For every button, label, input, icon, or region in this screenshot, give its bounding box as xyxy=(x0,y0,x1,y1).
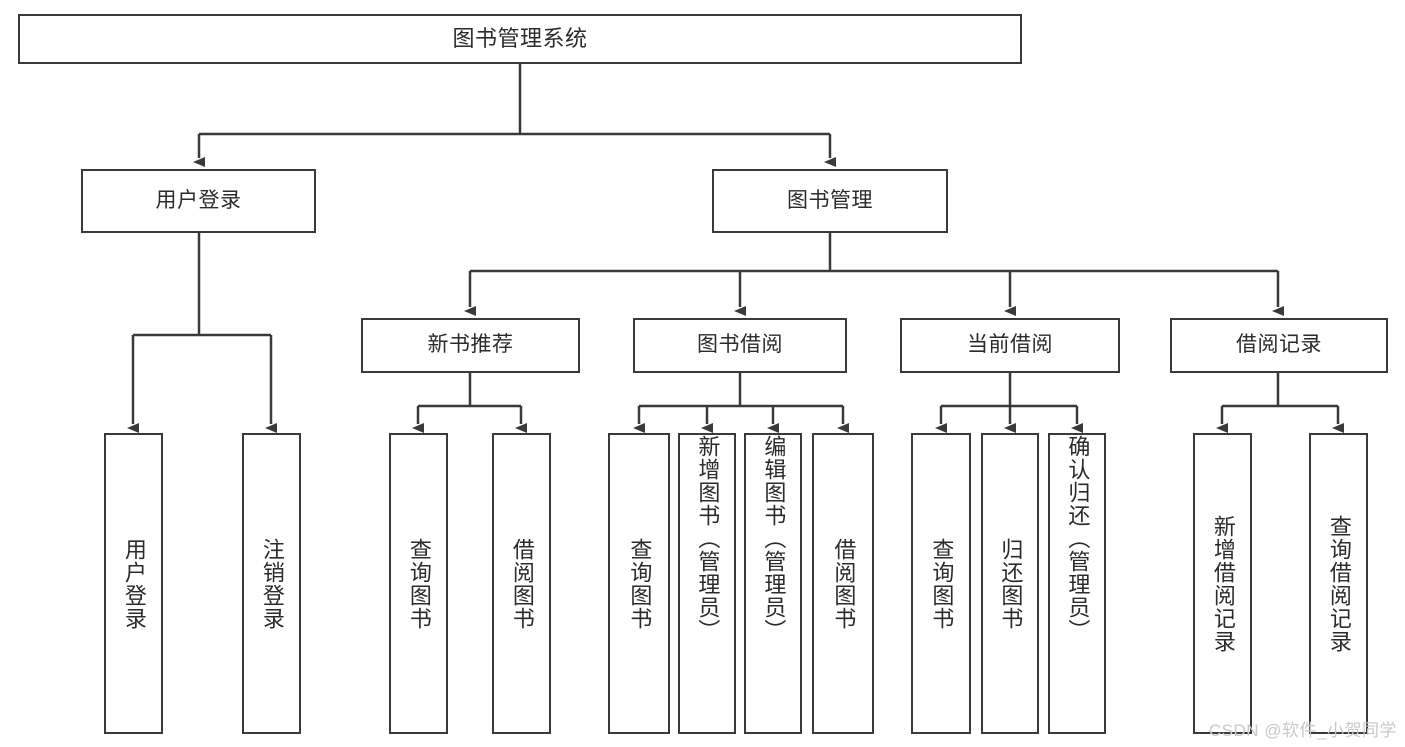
node-label: 借阅图书 xyxy=(831,537,857,630)
node-label: 归还图书 xyxy=(998,537,1024,630)
node-label: 查询图书 xyxy=(627,537,653,630)
node-leaf-add-book[interactable]: 新增图书（管理员） xyxy=(678,433,736,734)
node-root-book-management-system[interactable]: 图书管理系统 xyxy=(18,14,1022,64)
node-label: 编辑图书（管理员） xyxy=(761,435,787,642)
node-leaf-query-book-1[interactable]: 查询图书 xyxy=(389,433,448,734)
node-leaf-add-record[interactable]: 新增借阅记录 xyxy=(1193,433,1252,734)
node-label: 新增图书（管理员） xyxy=(695,435,721,642)
node-label: 查询借阅记录 xyxy=(1326,514,1352,653)
node-label: 确认归还（管理员） xyxy=(1065,435,1091,642)
node-label: 借阅图书 xyxy=(509,537,535,630)
node-label: 新增借阅记录 xyxy=(1210,514,1236,653)
node-label: 用户登录 xyxy=(155,188,242,212)
node-leaf-borrow-book-2[interactable]: 借阅图书 xyxy=(812,433,874,734)
node-label: 当前借阅 xyxy=(967,333,1053,357)
node-leaf-query-record[interactable]: 查询借阅记录 xyxy=(1309,433,1368,734)
node-book-borrow[interactable]: 图书借阅 xyxy=(633,318,847,373)
node-leaf-confirm-return[interactable]: 确认归还（管理员） xyxy=(1048,433,1106,734)
node-user-login[interactable]: 用户登录 xyxy=(81,169,316,233)
node-leaf-borrow-book-1[interactable]: 借阅图书 xyxy=(492,433,551,734)
node-label: 用户登录 xyxy=(121,537,147,630)
node-leaf-return-book[interactable]: 归还图书 xyxy=(981,433,1039,734)
node-label: 查询图书 xyxy=(929,537,955,630)
node-label: 查询图书 xyxy=(406,537,432,630)
node-label: 借阅记录 xyxy=(1236,333,1322,357)
node-leaf-user-login[interactable]: 用户登录 xyxy=(104,433,163,734)
node-leaf-query-book-3[interactable]: 查询图书 xyxy=(911,433,971,734)
node-leaf-query-book-2[interactable]: 查询图书 xyxy=(608,433,670,734)
node-new-book-rec[interactable]: 新书推荐 xyxy=(361,318,580,373)
node-label: 注销登录 xyxy=(259,537,285,630)
node-leaf-edit-book[interactable]: 编辑图书（管理员） xyxy=(744,433,802,734)
node-book-manage[interactable]: 图书管理 xyxy=(712,169,948,233)
node-label: 新书推荐 xyxy=(427,333,514,357)
node-current-borrow[interactable]: 当前借阅 xyxy=(900,318,1120,373)
node-label: 图书管理 xyxy=(787,188,873,212)
node-label: 图书借阅 xyxy=(697,333,783,357)
watermark: CSDN @软件_小贺同学 xyxy=(1208,721,1397,740)
node-label: 图书管理系统 xyxy=(452,26,588,52)
node-borrow-record[interactable]: 借阅记录 xyxy=(1170,318,1388,373)
node-leaf-user-logout[interactable]: 注销登录 xyxy=(242,433,301,734)
